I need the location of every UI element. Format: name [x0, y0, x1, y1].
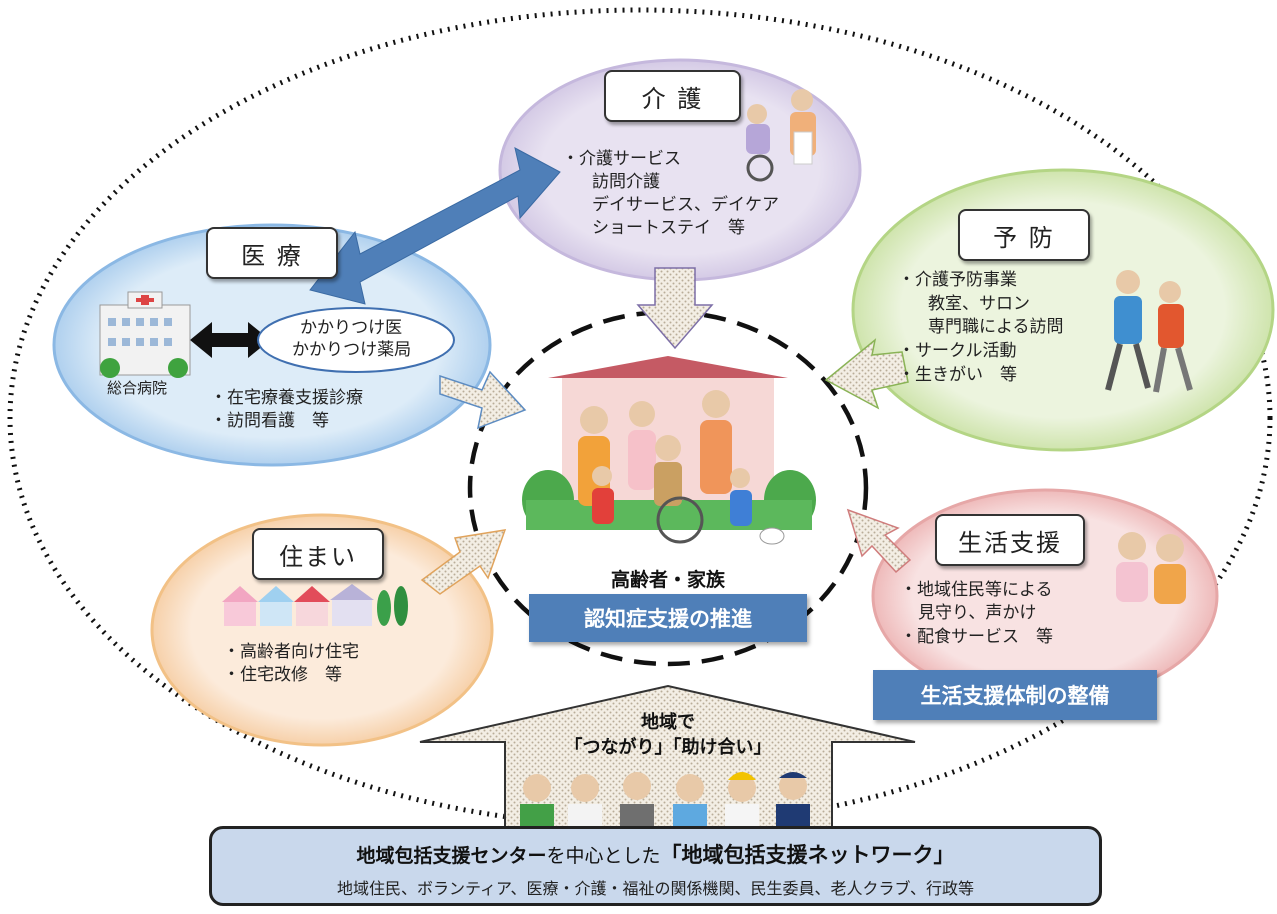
- housing-item-2: ・住宅改修 等: [223, 665, 342, 685]
- hospital-label: 総合病院: [107, 379, 168, 397]
- living-title: 生活支援: [935, 514, 1085, 566]
- hospital-clinic-double-arrow: [190, 322, 270, 358]
- network-center-name: 地域包括支援センター: [356, 845, 547, 867]
- medical-care-link-arrow: [309, 147, 561, 305]
- arrow-housing-to-center: [420, 529, 507, 595]
- network-connector: を中心とした: [546, 845, 661, 867]
- medical-title: 医 療: [206, 227, 338, 279]
- medical-item-1: ・在宅療養支援診療: [210, 388, 363, 408]
- network-members: 地域住民、ボランティア、医療・介護・福祉の関係機関、民生委員、老人クラブ、行政等: [337, 879, 974, 898]
- prevention-item-2: 教室、サロン: [928, 294, 1030, 314]
- arrow-living-to-center: [846, 508, 912, 574]
- network-title: 地域包括支援センターを中心とした「地域包括支援ネットワーク」: [212, 839, 1099, 869]
- care-title: 介 護: [604, 70, 741, 122]
- housing-item-1: ・高齢者向け住宅: [223, 642, 359, 662]
- prevention-item-4: ・サークル活動: [898, 341, 1017, 361]
- prevention-title: 予 防: [958, 209, 1090, 261]
- network-name: 「地域包括支援ネットワーク」: [660, 843, 955, 867]
- community-line-1: 地域で: [641, 712, 695, 733]
- care-item-1: ・介護サービス: [562, 149, 681, 169]
- arrow-care-to-center: [636, 267, 714, 350]
- neighbors-illustration: [1116, 532, 1186, 604]
- walking-seniors-illustration: [1105, 270, 1193, 393]
- care-item-4: ショートステイ 等: [592, 218, 745, 238]
- houses-illustration: [222, 584, 408, 626]
- hospital-illustration: [99, 291, 191, 378]
- arrow-medical-to-center: [439, 370, 527, 430]
- elderly-family-circle: [467, 309, 869, 667]
- prevention-item-1: ・介護予防事業: [898, 270, 1017, 290]
- prevention-item-3: 専門職による訪問: [928, 317, 1064, 337]
- medical-item-2: ・訪問看護 等: [210, 411, 329, 431]
- arrow-prevention-to-center: [824, 338, 909, 410]
- living-item-3: ・配食サービス 等: [900, 627, 1053, 647]
- clinic-line-2: かかりつけ薬局: [292, 340, 412, 360]
- living-item-1: ・地域住民等による: [900, 580, 1053, 600]
- living-item-2: 見守り、声かけ: [918, 603, 1037, 623]
- clinic-line-1: かかりつけ医: [300, 318, 403, 338]
- dementia-support-banner: 認知症支援の推進: [529, 594, 807, 642]
- care-item-2: 訪問介護: [592, 172, 660, 192]
- caregiver-wheelchair-illustration: [746, 89, 816, 182]
- housing-title: 住まい: [252, 528, 384, 580]
- living-support-banner: 生活支援体制の整備: [873, 670, 1157, 720]
- network-box: 地域包括支援センターを中心とした「地域包括支援ネットワーク」 地域住民、ボランテ…: [209, 826, 1102, 906]
- housing-area: [150, 513, 494, 747]
- care-item-3: デイサービス、デイケア: [592, 195, 779, 215]
- clinic-oval: [257, 307, 455, 373]
- elderly-family-illustration: [522, 356, 816, 545]
- community-line-2: 「つながり」「助け合い」: [564, 737, 772, 758]
- prevention-item-5: ・生きがい 等: [898, 365, 1017, 385]
- center-label: 高齢者・家族: [610, 569, 725, 591]
